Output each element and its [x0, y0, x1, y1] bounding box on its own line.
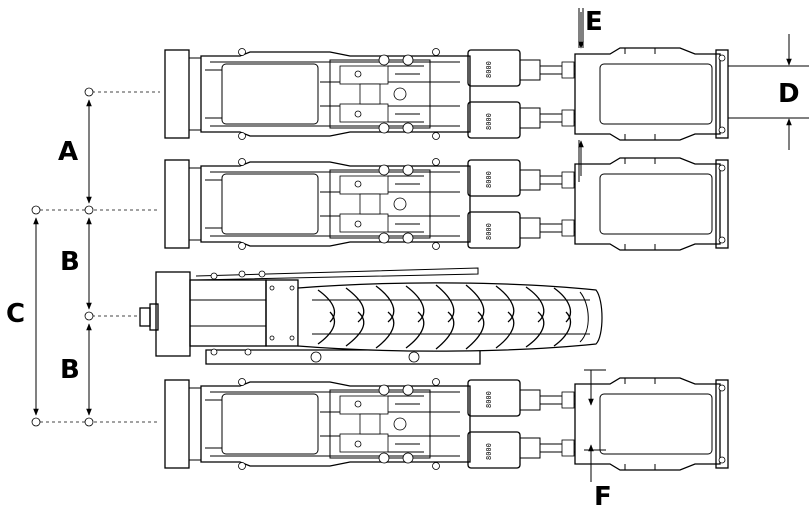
second-unit: 8000 8000	[164, 157, 729, 251]
unit-marking: 8000	[485, 171, 493, 188]
dimension-label-d: D	[778, 79, 800, 109]
node-marker	[31, 417, 41, 427]
hub-nut	[139, 307, 151, 327]
dimension-label-f: F	[594, 482, 612, 512]
unit-marking: 8000	[485, 113, 493, 130]
tire-unit	[139, 267, 603, 365]
top-unit: 8000 8000	[164, 47, 729, 141]
motor-housing	[155, 271, 191, 357]
node-marker	[84, 417, 94, 427]
tread-tire	[297, 282, 603, 352]
unit-marking: 8000	[485, 61, 493, 78]
node-marker	[84, 205, 94, 215]
dimension-label-b-lower: B	[60, 355, 80, 385]
unit-marking: 8000	[485, 443, 493, 460]
unit-marking: 8000	[485, 223, 493, 240]
tire-tread	[312, 284, 590, 350]
node-marker	[31, 205, 41, 215]
dimension-label-c: C	[6, 299, 25, 329]
node-marker	[84, 311, 94, 321]
dimension-lines	[31, 8, 809, 482]
dimension-label-a: A	[58, 137, 78, 167]
node-marker	[84, 87, 94, 97]
dimension-label-b-upper: B	[60, 247, 80, 277]
dimension-label-e: E	[585, 7, 603, 37]
bottom-unit: 8000 8000	[164, 377, 729, 471]
unit-marking: 8000	[485, 391, 493, 408]
